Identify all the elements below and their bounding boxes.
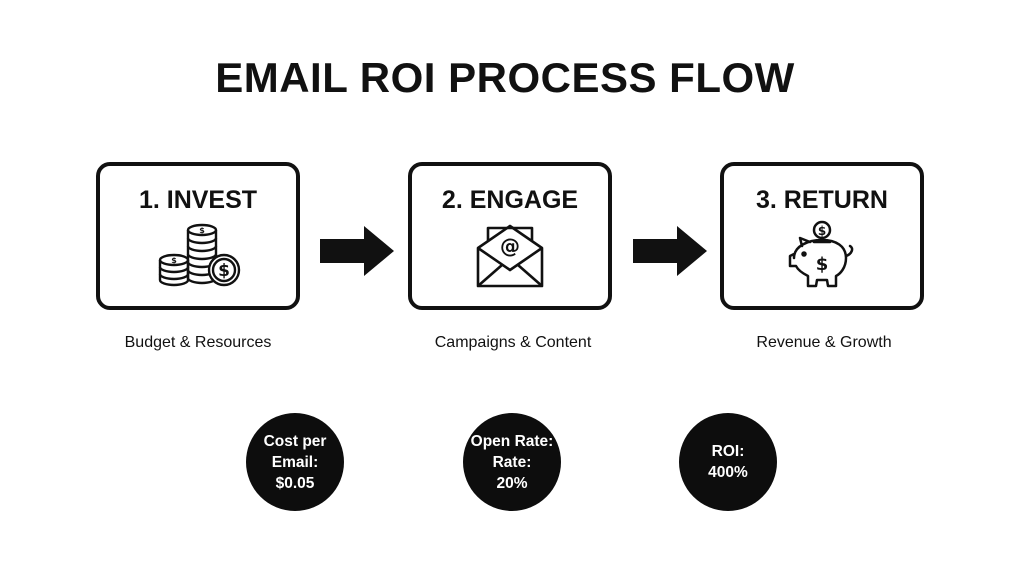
step-return-box: 3. RETURN $ $ xyxy=(720,162,924,310)
step-invest-caption: Budget & Resources xyxy=(124,334,272,351)
metric-line: Cost per xyxy=(263,432,327,450)
coins-stack-icon: $ $ $ xyxy=(154,220,242,297)
metric-roi: ROI: 400% xyxy=(679,413,777,511)
metric-cost-per-email: Cost per Email: $0.05 xyxy=(246,413,344,511)
metric-value: 400% xyxy=(708,464,748,481)
step-engage-box: 2. ENGAGE @ xyxy=(408,162,612,310)
metric-value: 20% xyxy=(496,474,528,492)
metric-open-rate: Open Rate: Rate: 20% xyxy=(463,413,561,511)
step-engage-title: 2. ENGAGE xyxy=(441,186,579,214)
metric-line: Rate: xyxy=(492,453,532,471)
metric-line: Email: xyxy=(271,453,319,471)
piggy-bank-icon: $ $ xyxy=(780,220,864,297)
diagram-title: EMAIL ROI PROCESS FLOW xyxy=(215,54,795,101)
svg-text:$: $ xyxy=(171,256,177,265)
step-invest-title: 1. INVEST xyxy=(138,186,258,214)
flow-arrow-icon xyxy=(320,226,394,281)
metric-line: ROI: xyxy=(711,443,745,460)
metric-value: $0.05 xyxy=(275,474,315,492)
step-engage-caption: Campaigns & Content xyxy=(434,334,592,351)
svg-text:$: $ xyxy=(816,254,829,275)
svg-text:$: $ xyxy=(818,224,826,238)
step-return-caption: Revenue & Growth xyxy=(756,334,892,351)
step-return-title: 3. RETURN xyxy=(756,186,888,214)
email-envelope-icon: @ xyxy=(472,220,548,295)
flow-arrow-icon xyxy=(633,226,707,281)
svg-text:@: @ xyxy=(500,234,520,258)
step-invest-box: 1. INVEST $ $ xyxy=(96,162,300,310)
svg-text:$: $ xyxy=(218,261,230,281)
metric-line: Open Rate: xyxy=(470,432,554,450)
svg-text:$: $ xyxy=(199,226,205,235)
